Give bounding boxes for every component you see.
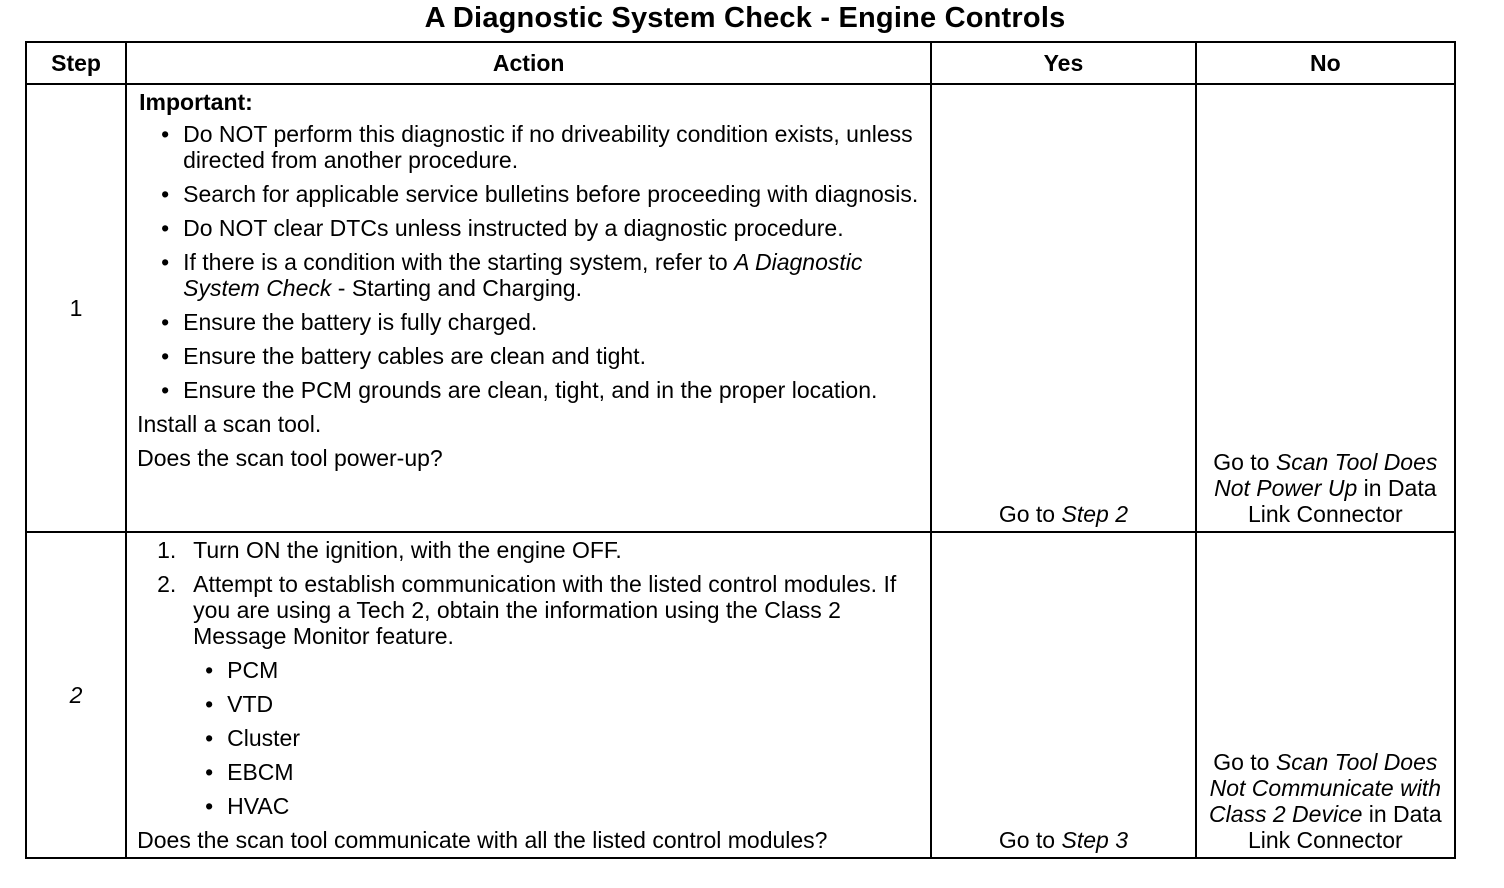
action-cell: Important: •Do NOT perform this diagnost… <box>125 83 933 533</box>
module-item: •VTD <box>205 691 274 717</box>
action-cell: 1.Turn ON the ignition, with the engine … <box>125 531 933 859</box>
list-item: •Do NOT clear DTCs unless instructed by … <box>161 215 844 241</box>
yes-cell: Go to Step 3 <box>930 531 1197 859</box>
bullet-icon: • <box>161 181 170 207</box>
header-row: Step Action Yes No <box>24 41 1457 85</box>
bullet-icon: • <box>205 725 214 751</box>
bullet-icon: • <box>161 377 170 403</box>
header-no: No <box>1194 41 1457 85</box>
procedure-reference: Scan Tool Does Not Communicate with Clas… <box>1208 749 1441 827</box>
table-row: 2 1.Turn ON the ignition, with the engin… <box>24 531 1457 859</box>
bullet-icon: • <box>205 793 214 819</box>
list-item: •Ensure the battery cables are clean and… <box>161 343 646 369</box>
diagnostic-table: Step Action Yes No 1 Important: •Do NOT … <box>24 41 1457 859</box>
page-title: A Diagnostic System Check - Engine Contr… <box>424 2 1066 34</box>
list-item: •Ensure the PCM grounds are clean, tight… <box>161 377 878 403</box>
bullet-icon: • <box>161 121 170 147</box>
header-yes: Yes <box>930 41 1197 85</box>
bullet-icon: • <box>205 759 214 785</box>
bullet-icon: • <box>205 691 214 717</box>
procedure-reference: Scan Tool Does Not Power Up <box>1214 449 1438 501</box>
list-item: 2.Attempt to establish communication wit… <box>157 571 897 649</box>
bullet-icon: • <box>161 343 170 369</box>
module-item: •Cluster <box>205 725 300 751</box>
bullet-icon: • <box>161 215 170 241</box>
table-row: 1 Important: •Do NOT perform this diagno… <box>24 83 1457 533</box>
list-item: •Search for applicable service bulletins… <box>161 181 919 207</box>
no-cell: Go to Scan Tool Does Not Communicate wit… <box>1194 531 1457 859</box>
question-text: Does the scan tool power-up? <box>137 445 443 471</box>
yes-cell: Go to Step 2 <box>930 83 1197 533</box>
module-item: •HVAC <box>205 793 290 819</box>
list-item: 1.Turn ON the ignition, with the engine … <box>157 537 622 563</box>
procedure-reference: A Diagnostic System Check <box>183 249 863 301</box>
step-reference: Step 3 <box>1061 827 1129 853</box>
list-item: •If there is a condition with the starti… <box>161 249 863 301</box>
module-item: •EBCM <box>205 759 294 785</box>
module-item: •PCM <box>205 657 279 683</box>
bullet-icon: • <box>161 249 170 275</box>
question-text: Does the scan tool communicate with all … <box>137 827 828 853</box>
list-item: •Ensure the battery is fully charged. <box>161 309 538 335</box>
bullet-icon: • <box>205 657 214 683</box>
bullet-icon: • <box>161 309 170 335</box>
list-item: •Do NOT perform this diagnostic if no dr… <box>161 121 913 173</box>
instruction-text: Install a scan tool. <box>137 411 322 437</box>
important-label: Important: <box>139 89 253 115</box>
header-step: Step <box>24 41 128 85</box>
step-number: 2 <box>24 531 128 859</box>
no-cell: Go to Scan Tool Does Not Power Up in Dat… <box>1194 83 1457 533</box>
step-reference: Step 2 <box>1061 501 1129 527</box>
step-number: 1 <box>24 83 128 533</box>
header-action: Action <box>125 41 933 85</box>
